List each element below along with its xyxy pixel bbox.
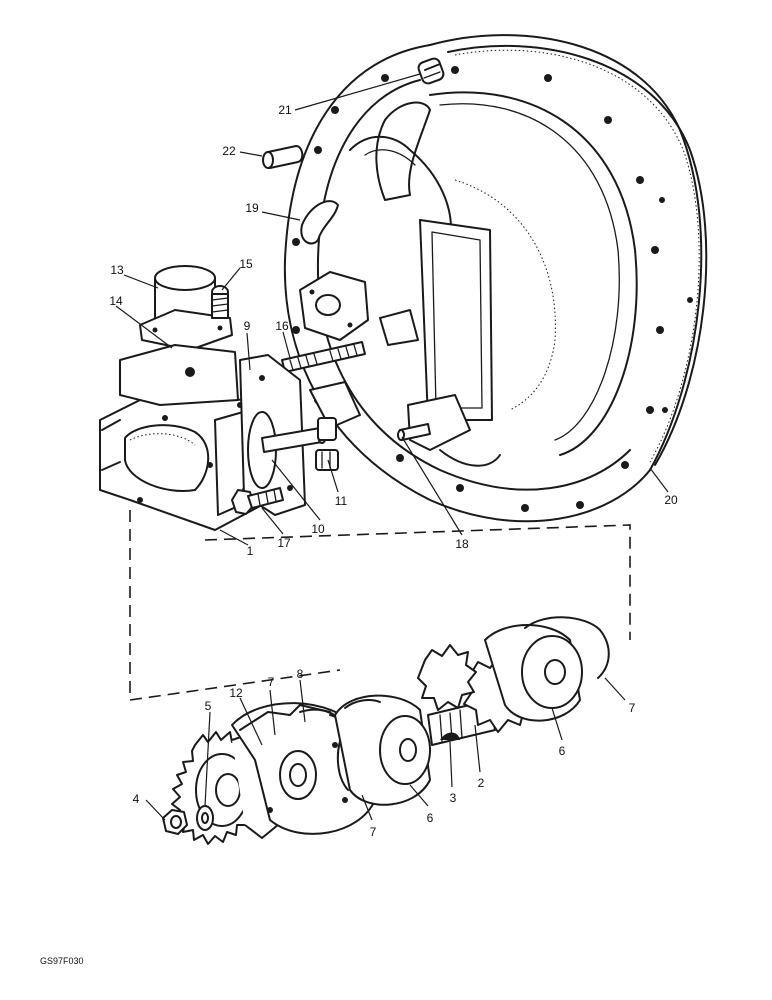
callout-15: 15 (239, 257, 253, 271)
callout-6-right: 6 (559, 744, 566, 758)
callout-7-right: 7 (629, 701, 636, 715)
alignment-guide-dashed (129, 510, 631, 701)
callout-20: 20 (664, 493, 678, 507)
cap-part-13 (139, 265, 233, 351)
screw-part-15 (211, 285, 229, 319)
callout-17: 17 (277, 536, 291, 550)
nut-part-4 (162, 809, 188, 835)
woodruff-key-part-3 (440, 732, 460, 740)
callout-10: 10 (311, 522, 325, 536)
callout-12: 12 (229, 686, 243, 700)
shaft-part-10 (247, 411, 327, 489)
callout-6-left: 6 (427, 811, 434, 825)
callout-labels: 1 2 3 4 5 6 6 7 7 7 8 9 10 11 12 13 14 1… (109, 103, 678, 839)
callout-9: 9 (244, 319, 251, 333)
coupling-part-11 (315, 417, 339, 471)
callout-19: 19 (245, 201, 259, 215)
bolt-part-17 (231, 487, 284, 515)
callout-14: 14 (109, 294, 123, 308)
callout-21: 21 (278, 103, 292, 117)
callout-7-lower: 7 (370, 825, 377, 839)
callout-7-top: 7 (268, 675, 275, 689)
callout-22: 22 (222, 144, 236, 158)
stud-part-16 (281, 341, 366, 373)
callout-11: 11 (335, 494, 348, 508)
dowel-pin-part-22 (262, 145, 304, 169)
callout-13: 13 (110, 263, 124, 277)
screw-part-21 (417, 57, 445, 85)
callout-5: 5 (205, 699, 212, 713)
callout-4: 4 (133, 792, 140, 806)
rotor-housing-part-6 (334, 694, 431, 806)
callout-3: 3 (450, 791, 457, 805)
callout-2: 2 (478, 776, 485, 790)
o-ring-part-7-right (524, 616, 610, 679)
leader-lines (115, 73, 669, 821)
callout-8: 8 (297, 667, 304, 681)
flywheel-housing-part-20 (283, 34, 708, 523)
figure-reference-code: GS97F030 (40, 956, 84, 966)
washer-part-5 (196, 805, 214, 831)
callout-1: 1 (247, 544, 254, 558)
callout-18: 18 (455, 537, 469, 551)
rotor-housing-part-6-right (484, 624, 583, 722)
callout-16: 16 (275, 319, 289, 333)
pin-part-18 (397, 423, 431, 441)
